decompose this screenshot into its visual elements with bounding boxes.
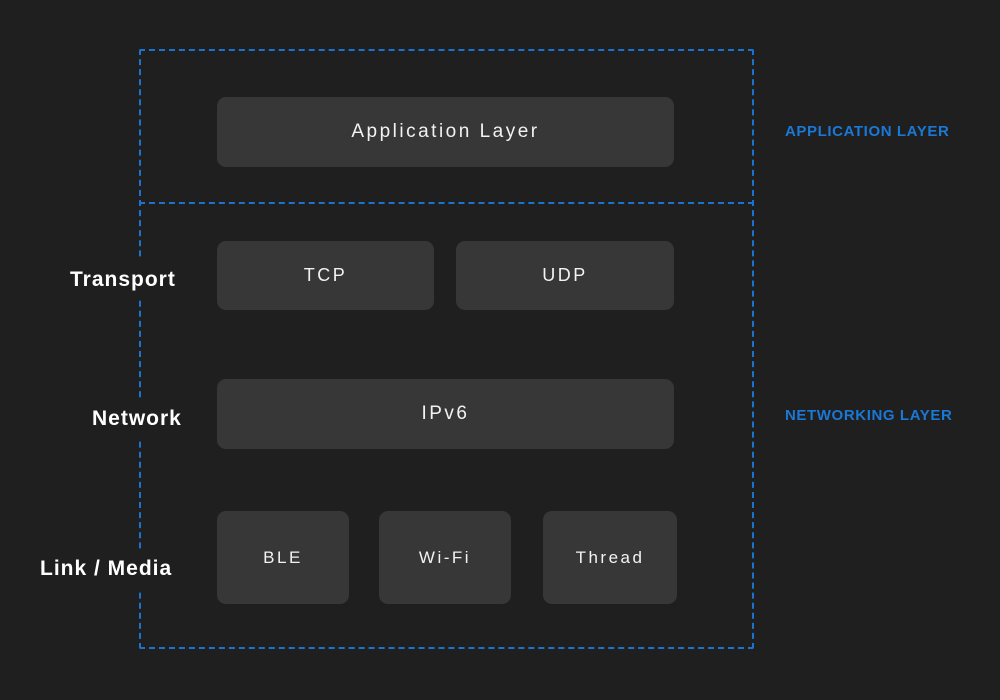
udp-box: UDP [456, 241, 674, 310]
row-label-network: Network [90, 399, 188, 439]
application-layer-side-label: APPLICATION LAYER [785, 123, 950, 140]
row-label-link-media: Link / Media [38, 549, 179, 589]
ble-box: BLE [217, 511, 349, 604]
application-networking-divider [139, 202, 754, 204]
ipv6-box: IPv6 [217, 379, 674, 449]
thread-box: Thread [543, 511, 677, 604]
row-label-transport: Transport [68, 260, 182, 300]
networking-layer-side-label: NETWORKING LAYER [785, 407, 953, 424]
application-layer-box: Application Layer [217, 97, 674, 167]
stack-outline-border [139, 49, 754, 649]
tcp-box: TCP [217, 241, 434, 310]
wifi-box: Wi-Fi [379, 511, 511, 604]
